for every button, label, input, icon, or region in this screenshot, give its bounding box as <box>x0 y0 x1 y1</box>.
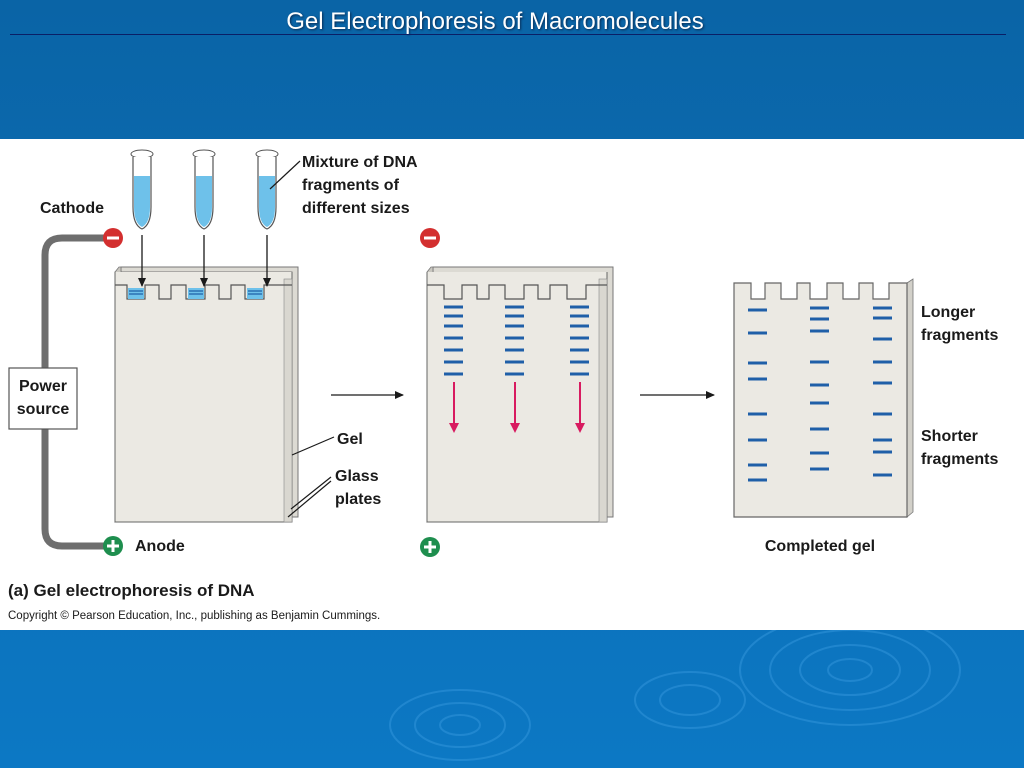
glass-plates-label: plates <box>335 491 381 508</box>
completed-gel <box>733 278 914 518</box>
power-source-label: Power <box>19 378 67 395</box>
longer-fragments-label: fragments <box>921 327 998 344</box>
cathode-minus-icon <box>103 228 123 248</box>
gel-label: Gel <box>337 431 363 448</box>
power-source-label: source <box>17 401 70 418</box>
copyright-notice: Copyright © Pearson Education, Inc., pub… <box>8 610 380 622</box>
mixture-label: Mixture of DNA <box>302 154 418 171</box>
ripple-background <box>389 630 961 761</box>
electrophoresis-diagram: Power source Cathode Anode <box>8 149 998 622</box>
figure-panel: Power source Cathode Anode <box>0 139 1024 630</box>
completed-gel-label: Completed gel <box>765 538 875 555</box>
anode-label: Anode <box>135 538 185 555</box>
title-divider <box>10 34 1006 35</box>
test-tube-icon <box>192 149 216 230</box>
shorter-fragments-label: Shorter <box>921 428 978 445</box>
mixture-label: fragments of <box>302 177 400 194</box>
slide-title: Gel Electrophoresis of Macromolecules <box>286 8 704 35</box>
gel-apparatus-loading <box>114 266 299 523</box>
glass-plates-label: Glass <box>335 468 379 485</box>
figure-caption: (a) Gel electrophoresis of DNA <box>8 581 255 600</box>
anode-plus-icon <box>103 536 123 556</box>
test-tube-icon <box>130 149 154 230</box>
cathode-label: Cathode <box>40 200 104 217</box>
test-tube-icon <box>255 149 279 230</box>
anode-plus-icon <box>420 537 440 557</box>
longer-fragments-label: Longer <box>921 304 975 321</box>
cathode-minus-icon <box>420 228 440 248</box>
mixture-label: different sizes <box>302 200 410 217</box>
gel-apparatus-running <box>426 266 614 523</box>
power-source-box <box>8 367 78 430</box>
shorter-fragments-label: fragments <box>921 451 998 468</box>
